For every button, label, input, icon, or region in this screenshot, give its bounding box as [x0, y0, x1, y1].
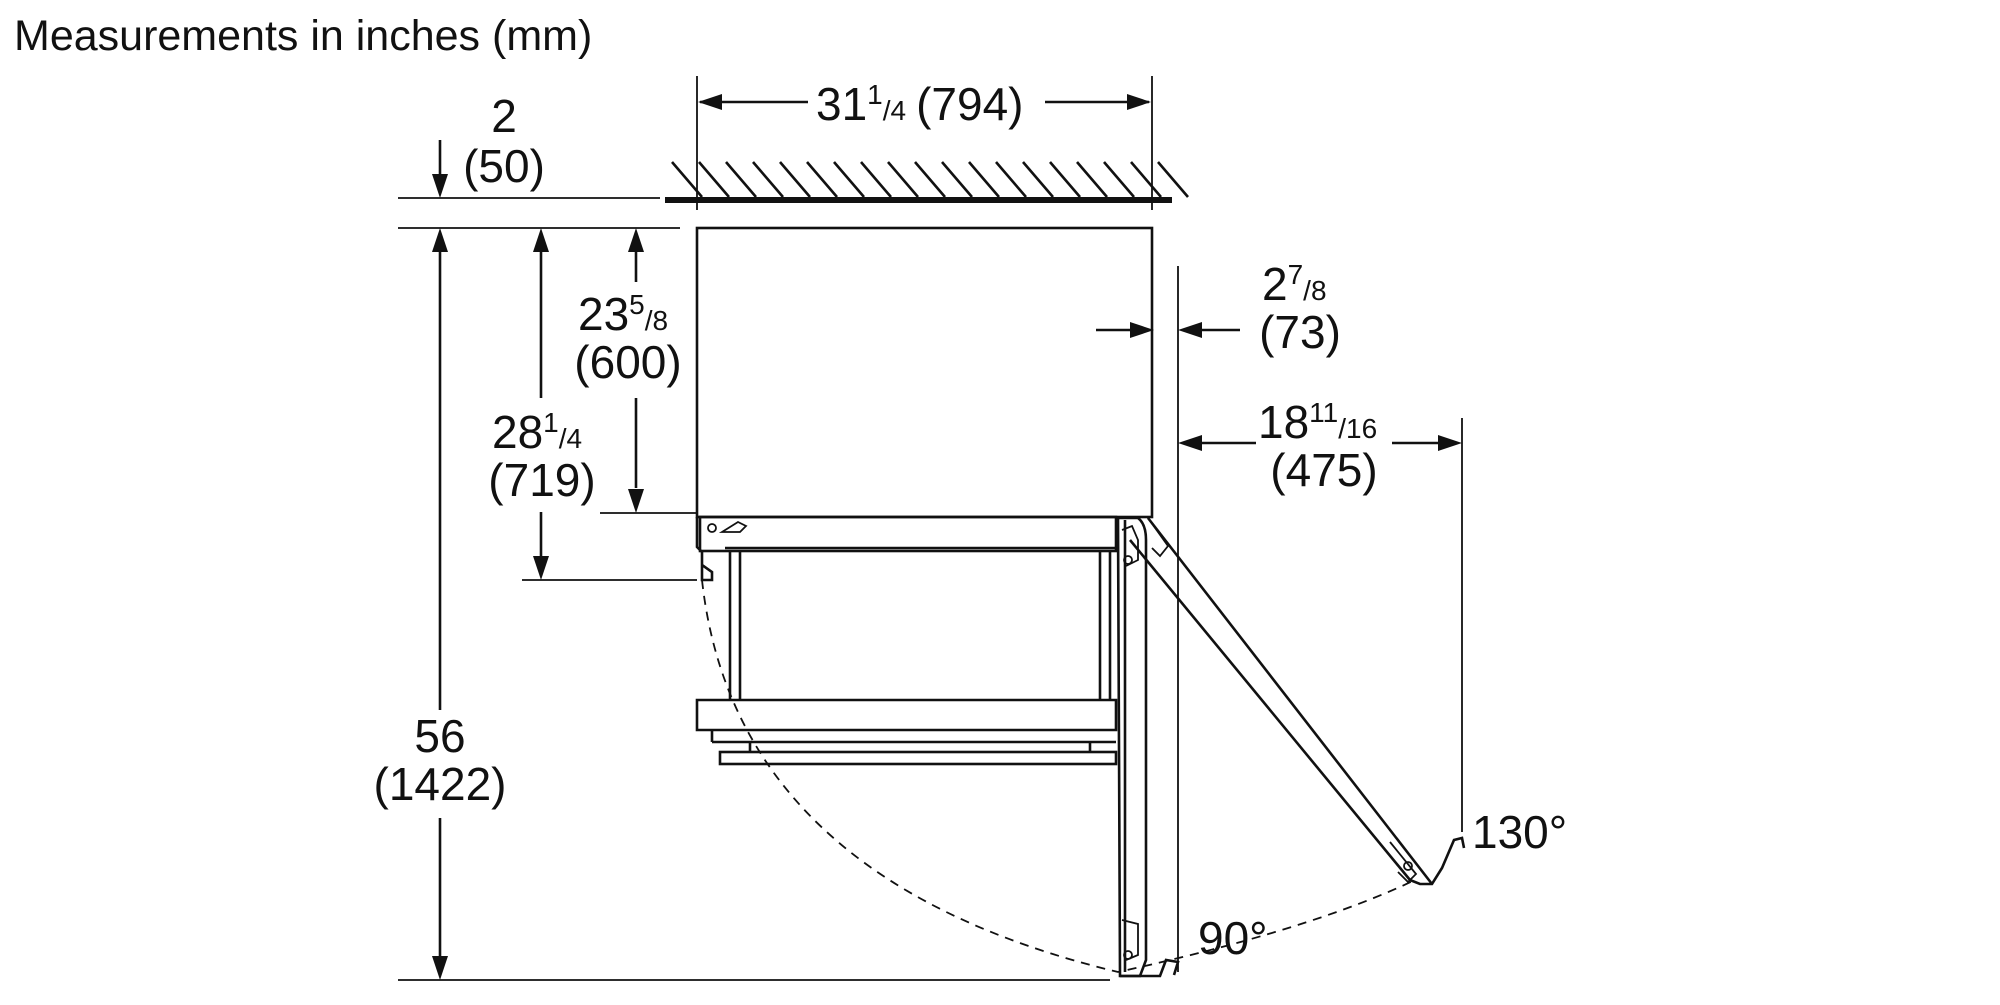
hatch-stroke: [1049, 161, 1081, 198]
angle-130-label: 130°: [1472, 806, 1567, 858]
width-dimension: 311/4(794): [696, 76, 1153, 210]
door-offset-dimension: 27/8 (73): [1096, 258, 1341, 358]
door-offset-inch: 27/8: [1262, 258, 1327, 310]
hatch-stroke: [941, 161, 973, 198]
hatch-stroke: [887, 161, 919, 198]
angle-90-label: 90°: [1198, 912, 1268, 964]
door-130: [1128, 517, 1466, 886]
door-swing-inch: 1811/16: [1258, 396, 1377, 448]
cabinet-depth-dimension: 235/8 (600): [574, 228, 682, 513]
hatch-stroke: [833, 161, 865, 198]
appliance-body: [695, 226, 1154, 766]
drawer-depth-mm: (719): [488, 454, 595, 506]
hatch-stroke: [698, 161, 730, 198]
hatch-stroke: [1103, 161, 1135, 198]
hatch-stroke: [806, 161, 838, 198]
hatch-stroke: [914, 161, 946, 198]
clearance-inch: 2: [491, 90, 517, 142]
hatch-stroke: [860, 161, 892, 198]
cabinet-depth-mm: (600): [574, 336, 681, 388]
drawer-depth-inch: 281/4: [492, 406, 582, 458]
door-swing-arc: [701, 579, 1416, 973]
wall-hatching: [665, 161, 1189, 203]
cabinet-depth-inch: 235/8: [578, 288, 668, 340]
door-swing-dimension: 1811/16 (475): [1178, 396, 1462, 496]
hatch-stroke: [752, 161, 784, 198]
door-swing-mm: (475): [1270, 444, 1377, 496]
diagram-title: Measurements in inches (mm): [14, 12, 592, 60]
height-dimension: 56 (1422): [374, 228, 507, 980]
door-offset-mm: (73): [1259, 306, 1341, 358]
hatch-stroke: [968, 161, 1000, 198]
height-mm: (1422): [374, 758, 507, 810]
hatch-stroke: [1157, 161, 1189, 198]
hatch-stroke: [995, 161, 1027, 198]
hatch-stroke: [1022, 161, 1054, 198]
hatch-stroke: [779, 161, 811, 198]
clearance-dimension: 2 (50): [398, 90, 680, 229]
height-inch: 56: [414, 710, 465, 762]
clearance-mm: (50): [463, 140, 545, 192]
hatch-stroke: [1130, 161, 1162, 198]
hatch-stroke: [1076, 161, 1108, 198]
hatch-stroke: [725, 161, 757, 198]
door-90: [1116, 516, 1180, 978]
width-label: 311/4(794): [816, 78, 1024, 130]
drawer-depth-dimension: 281/4 (719): [488, 228, 596, 580]
